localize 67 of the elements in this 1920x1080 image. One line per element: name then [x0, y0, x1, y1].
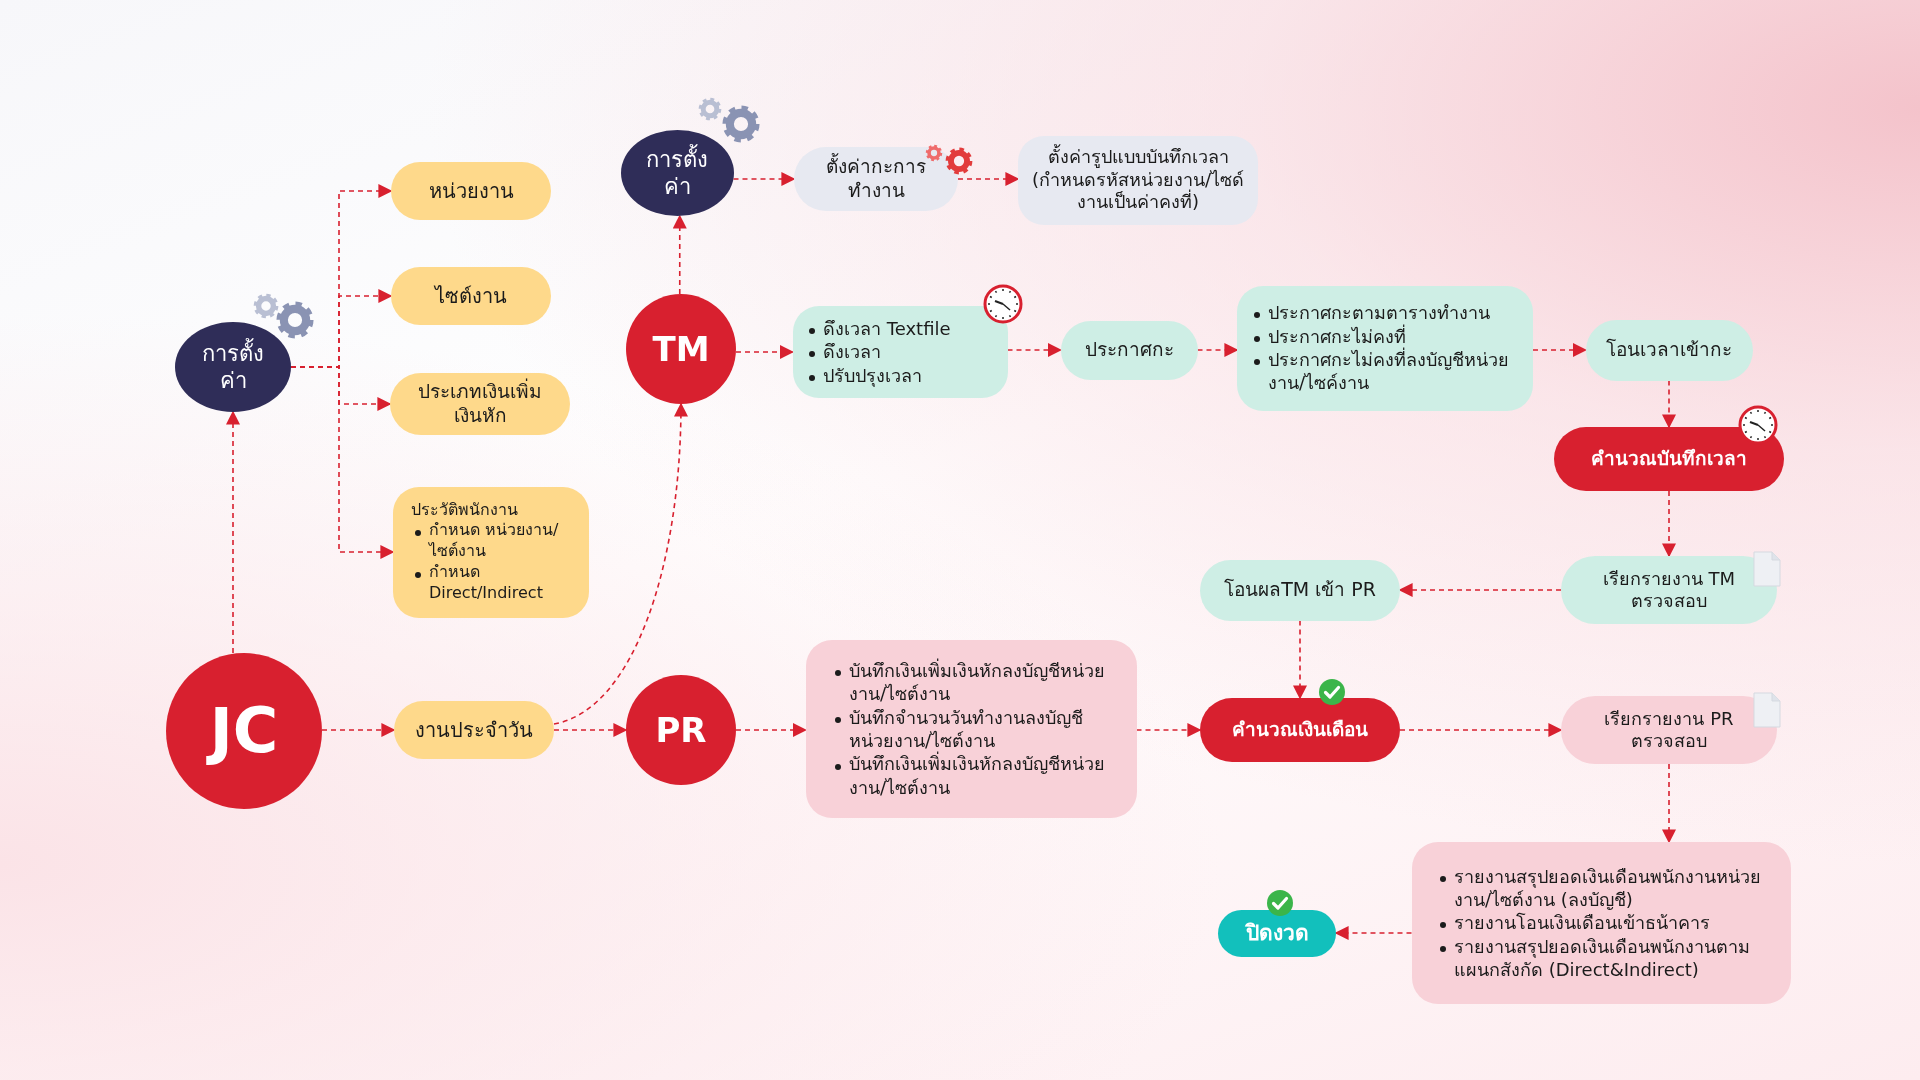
- node-label: PR: [655, 708, 707, 752]
- arrow: [732, 172, 796, 186]
- list-item: กำหนด Direct/Indirect: [411, 562, 581, 604]
- node-label: ปิดงวด: [1245, 919, 1309, 947]
- list-item: ประกาศกะไม่คงที่: [1250, 324, 1520, 348]
- node-label: การตั้งค่า: [201, 339, 265, 395]
- rounded-box: [805, 640, 1137, 818]
- node-label: คำนวณเงินเดือน: [1232, 718, 1368, 742]
- arrow: [321, 723, 396, 737]
- arrow: [1662, 490, 1676, 558]
- node-label: หน่วยงาน: [428, 178, 514, 204]
- pill-box: [1218, 909, 1336, 957]
- node-label: งานประจำวัน: [415, 717, 533, 743]
- node-label: เรียกรายงาน TM ตรวจสอบ: [1601, 567, 1737, 613]
- node-label: ประเภทเงินเพิ่มเงินหัก: [417, 380, 543, 428]
- arrow: [1662, 763, 1676, 844]
- node-label: คำนวณบันทึกเวลา: [1591, 447, 1747, 471]
- arrow: [957, 172, 1020, 186]
- arrow: [1196, 343, 1239, 357]
- pill-box: [391, 267, 551, 325]
- arrow: [1399, 723, 1563, 737]
- list-item: ปรับปรุงเวลา: [805, 363, 995, 388]
- node-label: การตั้งค่า: [645, 145, 709, 201]
- list-item: บันทึกเงินเพิ่มเงินหักลงบัญชีหน่วยงาน/ไซต์งาน: [831, 752, 1111, 800]
- rounded-box: [1018, 135, 1258, 225]
- list-item: รายงานโอนเงินเดือนเข้าธน้าคาร: [1436, 911, 1766, 935]
- arrow: [553, 402, 688, 725]
- node-label: ตั้งค่ารูปแบบบันทึกเวลา (กำหนดรหัสหน่วยงาน/ไซด์งานเป็นค่าคงที่): [1030, 146, 1246, 214]
- list-item: ประกาศกะไม่คงที่ลงบัญชีหน่วยงาน/ไซค์งาน: [1250, 348, 1520, 395]
- arrow: [735, 345, 794, 359]
- arrow: [290, 366, 395, 559]
- rounded-box: [393, 486, 589, 618]
- list-item: รายงานสรุปยอดเงินเดือนพนักงานหน่วยงาน/ไซต์งาน (ลงบัญชี): [1436, 864, 1766, 912]
- list-item: กำหนด หน่วยงาน/ไซต์งาน: [411, 520, 581, 562]
- list-item: บันทึกเงินเพิ่มเงินหักลงบัญชีหน่วยงาน/ไซต์งาน: [831, 658, 1111, 706]
- arrow: [1293, 619, 1307, 700]
- list-item: ดึงเวลา: [805, 340, 995, 364]
- arrow: [735, 723, 807, 737]
- pill-box: [1561, 696, 1777, 764]
- node-label: โอนเวลาเข้ากะ: [1606, 338, 1732, 362]
- pill-box: [794, 147, 958, 211]
- node-label: TM: [652, 327, 710, 371]
- rounded-box: [1411, 842, 1791, 1004]
- pill-box: [1561, 556, 1777, 624]
- pill-box: [1554, 427, 1784, 491]
- arrow: [1398, 583, 1562, 597]
- list-item: รายงานสรุปยอดเงินเดือนพนักงานตามแผนกสังกัด (Direct&Indirect): [1436, 934, 1766, 982]
- arrow: [672, 214, 687, 295]
- node-label: โอนผลTM เข้า PR: [1224, 578, 1376, 602]
- arrow: [553, 723, 628, 737]
- pill-box: [394, 701, 554, 759]
- arrow: [1662, 379, 1676, 429]
- rounded-box: [792, 306, 1008, 398]
- node-label: เรียกรายงาน PR ตรวจสอบ: [1603, 707, 1735, 753]
- list-item: ประกาศกะตามตารางทำงาน: [1250, 301, 1520, 325]
- rounded-box: [1237, 285, 1533, 411]
- arrow: [1334, 926, 1413, 940]
- pill-box: [391, 162, 551, 220]
- arrow: [1135, 723, 1202, 737]
- box-heading: ประวัติพนักงาน: [411, 500, 518, 521]
- arrow: [226, 410, 240, 654]
- arrow: [1532, 343, 1587, 357]
- node-label: ประกาศกะ: [1084, 338, 1174, 362]
- list-item: ดึงเวลา Textfile: [805, 316, 995, 341]
- node-label: ตั้งค่ากะการทำงาน: [825, 155, 927, 203]
- node-label: ไซต์งาน: [435, 283, 507, 309]
- arrow: [1006, 343, 1062, 357]
